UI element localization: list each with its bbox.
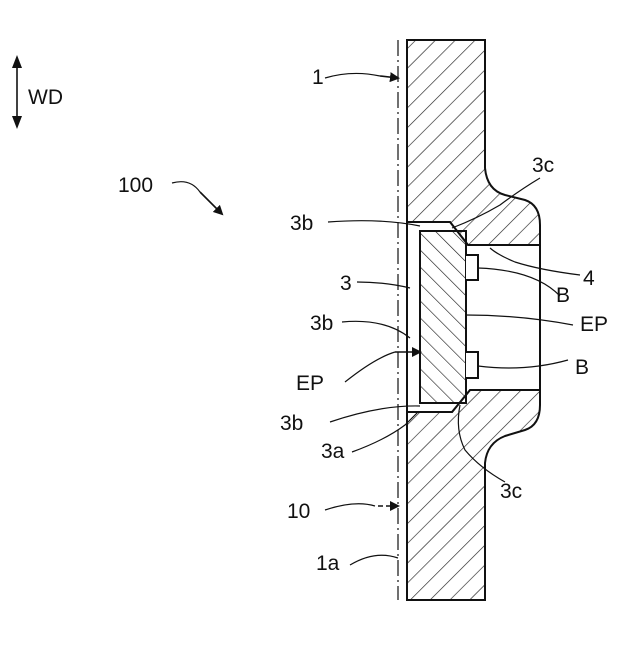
label-10: 10 — [287, 500, 310, 523]
label-100: 100 — [118, 174, 153, 197]
bump-b-top — [466, 255, 478, 280]
insert-plate-4 — [420, 231, 466, 403]
label-3: 3 — [340, 272, 352, 295]
label-ep-right: EP — [580, 313, 608, 336]
label-3c-top: 3c — [532, 154, 554, 177]
label-1: 1 — [312, 66, 324, 89]
label-3b-top: 3b — [290, 212, 313, 235]
wd-direction-arrow — [12, 55, 22, 129]
label-ep-left: EP — [296, 372, 324, 395]
bump-b-bottom — [466, 352, 478, 378]
label-3a: 3a — [321, 440, 345, 463]
upper-body-part-1 — [407, 40, 540, 245]
label-b-bottom: B — [575, 356, 589, 379]
label-1a: 1a — [316, 552, 340, 575]
label-b-top: B — [556, 284, 570, 307]
label-3b-mid: 3b — [310, 312, 333, 335]
label-3b-bottom: 3b — [280, 412, 303, 435]
label-wd: WD — [28, 86, 63, 109]
label-3c-bottom: 3c — [500, 480, 522, 503]
label-4: 4 — [583, 267, 595, 290]
